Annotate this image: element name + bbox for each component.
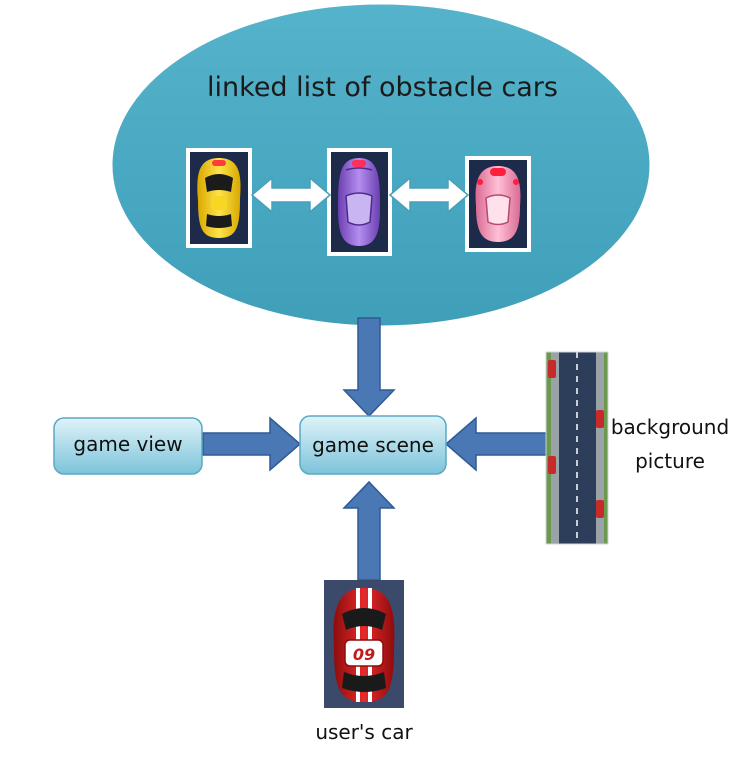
arrow-ellipse-to-scene [342, 317, 396, 418]
background-picture-label: background picture [606, 410, 734, 478]
ellipse-title: linked list of obstacle cars [207, 72, 558, 103]
link-arrow-2 [388, 176, 470, 214]
game-view-box [53, 417, 203, 475]
arrow-view-to-scene [202, 416, 302, 472]
background-label-line2: picture [635, 449, 705, 473]
background-label-line1: background [610, 415, 730, 439]
purple-car-icon [327, 148, 392, 256]
user-car-icon: 09 [324, 580, 404, 708]
game-view-label: game view [73, 432, 183, 456]
game-scene-box [299, 415, 447, 475]
yellow-car-icon [186, 148, 252, 248]
users-car-label: user's car [315, 720, 413, 744]
background-picture-icon [545, 351, 609, 545]
link-arrow-1 [250, 176, 332, 214]
game-scene-label: game scene [312, 433, 434, 457]
arrow-user-car-to-scene [342, 480, 396, 581]
pink-car-icon [465, 156, 531, 252]
arrow-background-to-scene [444, 416, 547, 472]
svg-text:09: 09 [353, 645, 375, 664]
